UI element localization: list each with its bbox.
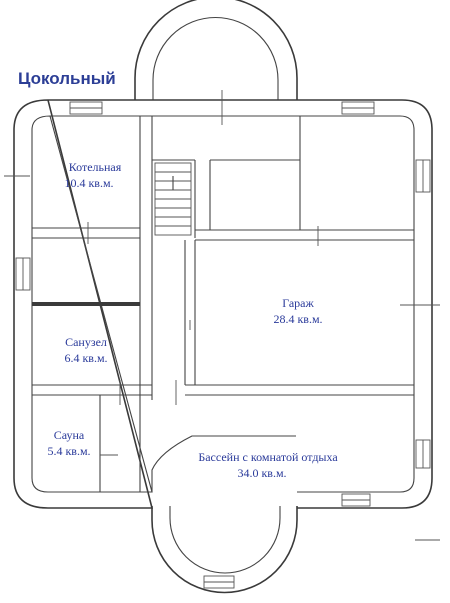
room-garage-name: Гараж: [282, 296, 314, 310]
floor-title: Цокольный: [18, 69, 116, 88]
room-sauna-area: 5.4 кв.м.: [47, 444, 90, 458]
room-boiler-area: 10.4 кв.м.: [64, 176, 113, 190]
room-pool: Бассейн с комнатой отдыха 34.0 кв.м.: [198, 450, 338, 480]
room-bathroom: Санузел 6.4 кв.м.: [64, 335, 107, 365]
top-bay: [134, 0, 298, 100]
room-garage-area: 28.4 кв.м.: [273, 312, 322, 326]
room-sauna: Сауна 5.4 кв.м.: [47, 428, 90, 458]
door-marks: [4, 90, 440, 541]
room-bathroom-area: 6.4 кв.м.: [64, 351, 107, 365]
outer-walls: [13, 99, 433, 509]
bottom-bay: [151, 506, 298, 594]
windows: [15, 101, 431, 589]
room-boiler: Котельная 10.4 кв.м.: [64, 160, 121, 190]
room-boiler-name: Котельная: [69, 160, 122, 174]
interior-walls: [32, 116, 414, 492]
room-bathroom-name: Санузел: [65, 335, 107, 349]
room-sauna-name: Сауна: [54, 428, 85, 442]
staircase: [154, 162, 192, 236]
room-pool-name: Бассейн с комнатой отдыха: [198, 450, 338, 464]
room-pool-area: 34.0 кв.м.: [237, 466, 286, 480]
room-garage: Гараж 28.4 кв.м.: [273, 296, 322, 326]
